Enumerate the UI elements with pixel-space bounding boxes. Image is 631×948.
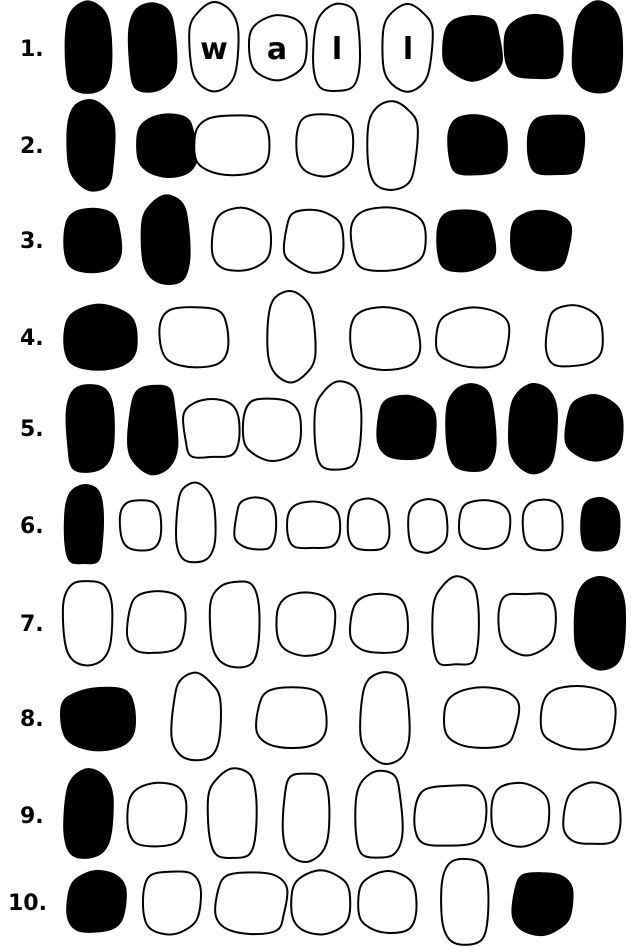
empty-stone — [459, 500, 510, 549]
stone-letter: l — [332, 32, 342, 67]
stone-letter: w — [200, 32, 228, 67]
row-number: 2. — [20, 134, 44, 159]
filled-stone — [505, 15, 563, 78]
empty-stone — [523, 500, 563, 551]
empty-stone — [408, 499, 447, 553]
filled-stone — [129, 3, 177, 91]
empty-stone — [287, 501, 340, 548]
filled-stone — [64, 769, 113, 858]
empty-stone — [291, 870, 350, 934]
empty-stone — [444, 687, 519, 748]
stone-row-3: 3. — [20, 195, 571, 284]
filled-stone — [64, 209, 121, 273]
empty-stone — [171, 673, 221, 761]
filled-stone — [67, 385, 114, 472]
empty-stone — [183, 399, 240, 458]
filled-stone — [142, 195, 190, 284]
empty-stone — [208, 768, 257, 858]
filled-stone — [528, 116, 584, 175]
row-number: 1. — [20, 37, 44, 62]
filled-stone — [66, 1, 112, 93]
filled-stone — [137, 114, 197, 177]
row-number: 8. — [20, 707, 44, 732]
row-number: 7. — [20, 612, 44, 637]
filled-stone — [65, 485, 103, 563]
empty-stone — [267, 291, 315, 382]
empty-stone — [541, 686, 616, 749]
empty-stone — [212, 208, 271, 271]
empty-stone — [284, 210, 344, 273]
stone-row-1: 1. w a l l — [20, 1, 622, 93]
filled-stone — [67, 871, 126, 932]
empty-stone — [296, 114, 353, 176]
empty-stone — [498, 593, 555, 655]
empty-stone — [436, 307, 509, 367]
row-number: 5. — [20, 417, 44, 442]
stone-row-8: 8. — [20, 672, 616, 764]
stone-letter: l — [403, 32, 413, 67]
row-number: 6. — [20, 514, 44, 539]
stone-row-9: 9. — [20, 768, 621, 862]
stone-row-4: 4. — [20, 291, 603, 382]
empty-stone — [127, 591, 186, 653]
empty-stone — [350, 307, 420, 370]
empty-stone — [546, 305, 603, 366]
empty-stone — [120, 500, 161, 550]
stone-row-6: 6. — [20, 483, 619, 564]
filled-stone — [128, 386, 177, 475]
stone-row-2: 2. — [20, 100, 584, 191]
filled-stone — [575, 577, 625, 670]
empty-stone — [210, 581, 260, 667]
filled-stone — [511, 211, 571, 271]
filled-stone — [61, 688, 135, 751]
empty-stone — [234, 497, 276, 549]
stone-row-5: 5. — [20, 381, 623, 474]
empty-stone — [351, 207, 426, 271]
empty-stone — [143, 872, 201, 935]
empty-stone — [414, 785, 486, 845]
empty-stone — [350, 594, 408, 653]
empty-stone — [563, 782, 620, 844]
empty-stone — [360, 672, 410, 764]
stone-row-7: 7. — [20, 576, 625, 669]
filled-stone — [581, 498, 619, 551]
empty-stone — [348, 498, 390, 550]
filled-stone — [512, 873, 572, 935]
filled-stone — [509, 384, 557, 473]
empty-stone — [276, 592, 335, 656]
empty-stone — [194, 115, 269, 175]
filled-stone — [443, 16, 502, 81]
empty-stone — [63, 581, 112, 665]
empty-stone — [243, 399, 301, 461]
empty-stone — [367, 101, 418, 190]
filled-stone — [446, 384, 495, 471]
filled-stone — [448, 115, 507, 174]
row-number: 3. — [20, 229, 44, 254]
row-number: 9. — [20, 804, 44, 829]
filled-stone — [64, 305, 136, 370]
empty-stone — [355, 771, 402, 858]
filled-stone — [565, 395, 622, 461]
empty-stone — [432, 576, 479, 665]
empty-stone — [159, 307, 228, 367]
empty-stone — [358, 871, 416, 933]
filled-stone — [573, 1, 622, 92]
stone-row-10: 10. — [8, 859, 573, 945]
stone-letter: a — [267, 32, 287, 67]
filled-stone — [437, 210, 495, 271]
empty-stone — [314, 381, 361, 469]
filled-stone — [377, 396, 435, 459]
empty-stone — [441, 859, 488, 945]
filled-stone — [67, 100, 114, 191]
empty-stone — [256, 687, 327, 748]
empty-stone — [283, 774, 330, 862]
empty-stone — [491, 783, 549, 847]
row-number: 4. — [20, 326, 44, 351]
empty-stone — [215, 872, 287, 934]
empty-stone — [127, 783, 186, 847]
empty-stone — [176, 483, 216, 563]
row-number: 10. — [8, 891, 47, 916]
